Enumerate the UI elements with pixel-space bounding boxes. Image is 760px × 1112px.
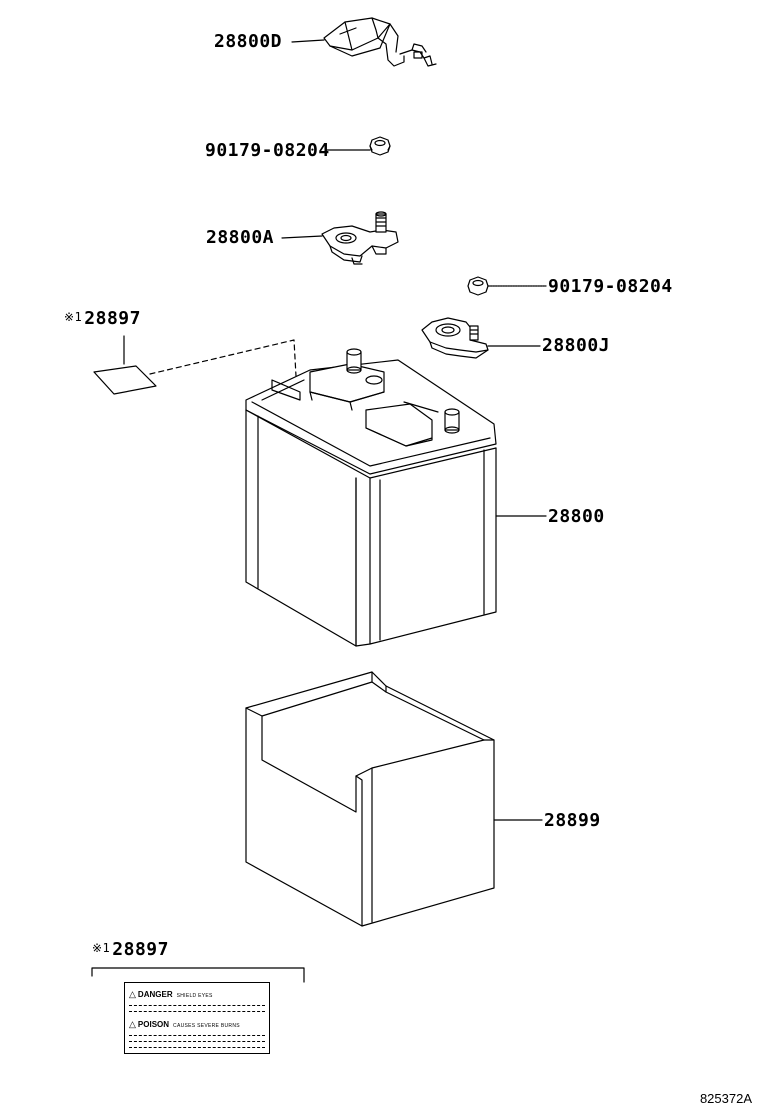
note-mark: ※1 <box>64 310 83 324</box>
terminal-clamp-28800j <box>421 317 489 359</box>
warning-triangle-icon: △ <box>129 989 136 999</box>
poison-text: CAUSES SEVERE BURNS <box>173 1023 240 1029</box>
leader-28800a <box>281 235 323 239</box>
callout-28800j[interactable]: 28800J <box>542 335 611 356</box>
warning-triangle-icon: △ <box>129 1019 136 1029</box>
battery-box-28899 <box>245 671 495 927</box>
danger-word: DANGER <box>137 990 173 999</box>
callout-28800a[interactable]: 28800A <box>206 227 275 248</box>
nut-90179-top <box>369 136 391 156</box>
warning-label-28897-small <box>93 335 297 395</box>
callout-90179-right[interactable]: 90179-08204 <box>548 276 673 297</box>
callout-28897-bottom-number: 28897 <box>112 939 169 960</box>
detail-bracket-28897 <box>91 967 305 983</box>
poison-word: POISON <box>137 1020 170 1029</box>
label-line <box>129 1047 265 1048</box>
callout-28800[interactable]: 28800 <box>548 506 605 527</box>
label-line <box>129 1035 265 1036</box>
diagram-id: 825372A <box>699 1091 752 1106</box>
note-mark-bottom: ※1 <box>92 941 111 955</box>
callout-28800d[interactable]: 28800D <box>214 31 283 52</box>
leader-28800d <box>291 39 325 43</box>
nut-90179-right <box>467 276 489 296</box>
callout-90179-top[interactable]: 90179-08204 <box>205 140 330 161</box>
callout-28899[interactable]: 28899 <box>544 810 601 831</box>
danger-text: SHIELD EYES <box>176 993 213 999</box>
callout-28897-top-number: 28897 <box>84 308 141 329</box>
label-line <box>129 1011 265 1012</box>
terminal-clamp-28800a <box>321 211 399 265</box>
label-line <box>129 1005 265 1006</box>
label-line <box>129 1041 265 1042</box>
terminal-cover-28800d <box>323 17 437 67</box>
battery-28800 <box>245 348 497 647</box>
